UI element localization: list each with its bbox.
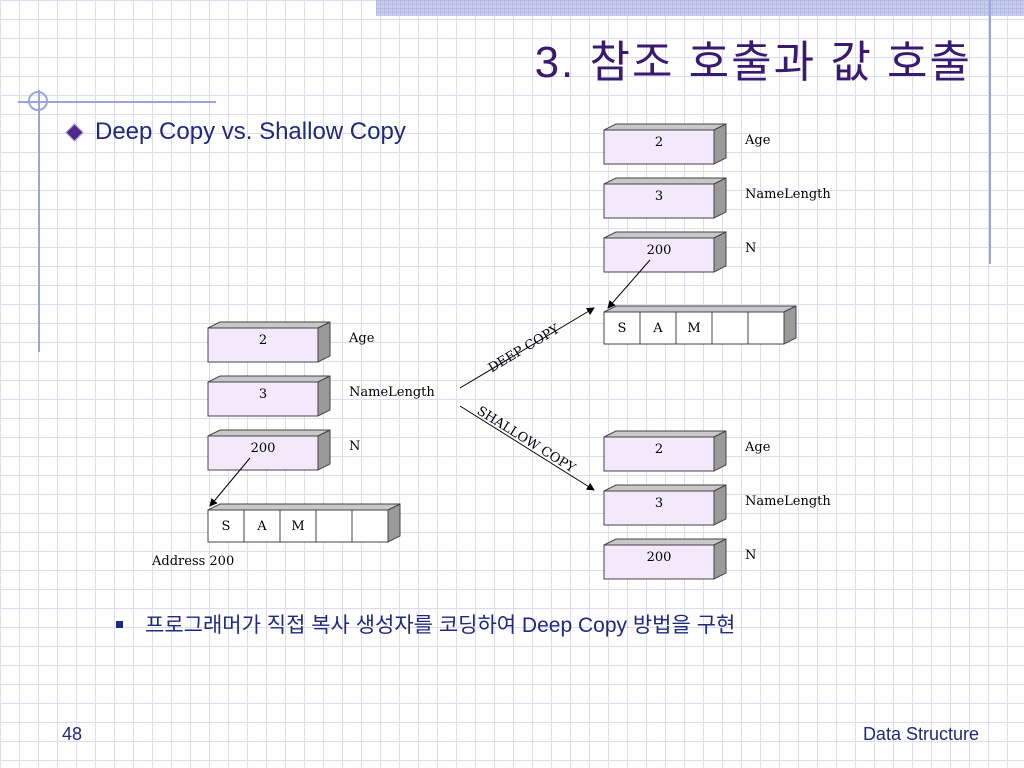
shallow-copy-arrow (459, 405, 595, 491)
deep-copy-field-label: N (745, 241, 756, 256)
box-top-face (207, 429, 331, 437)
array-cell (351, 509, 389, 543)
box-top-face (207, 375, 331, 383)
source-array-char: A (256, 519, 267, 534)
box-side-face (713, 538, 727, 580)
source-field-box: 2 (207, 321, 331, 363)
box-top-face (603, 231, 727, 239)
shallow-copy-field-box: 3 (603, 484, 727, 526)
deep-copy-arrow (459, 307, 595, 389)
page-number: 48 (62, 724, 83, 744)
footer-text: Data Structure (862, 724, 979, 744)
decorative-circle (28, 91, 48, 111)
deep-copy-array-char: S (618, 321, 627, 336)
box-top-face (603, 430, 727, 438)
source-field-box: 200 (207, 429, 331, 471)
deep-copy-array-char: M (687, 321, 700, 336)
array-top-face (603, 305, 797, 313)
box-side-face (713, 177, 727, 219)
deep-copy-field-box: 3 (603, 177, 727, 219)
box-front-face (207, 327, 319, 363)
box-top-face (603, 484, 727, 492)
source-pointer-arrow (209, 457, 251, 507)
box-top-face (603, 538, 727, 546)
shallow-copy-field-label: Age (744, 440, 771, 455)
box-front-face (207, 381, 319, 417)
shallow-copy-field-label: NameLength (745, 494, 831, 509)
source-field-label: Age (348, 331, 375, 346)
deep-copy-field-label: Age (744, 133, 771, 148)
array-cell (639, 311, 677, 345)
box-side-face (713, 484, 727, 526)
deep-copy-field-value: 3 (655, 189, 663, 204)
box-front-face (603, 490, 715, 526)
shallow-copy-field-box: 200 (603, 538, 727, 580)
box-side-face (713, 231, 727, 273)
array-cell (747, 311, 785, 345)
box-side-face (713, 123, 727, 165)
array-cell (279, 509, 317, 543)
source-address-label: Address 200 (151, 554, 234, 569)
left-decorative-rule (38, 90, 40, 352)
sub-bullet: 프로그래머가 직접 복사 생성자를 코딩하여 Deep Copy 방법을 구현 (116, 609, 735, 639)
box-side-face (317, 321, 331, 363)
main-bullet-text: Deep Copy vs. Shallow Copy (95, 118, 406, 145)
box-front-face (603, 129, 715, 165)
source-field-value: 200 (251, 441, 276, 456)
right-decorative-rule (989, 0, 991, 264)
box-side-face (713, 430, 727, 472)
shallow-copy-field-value: 200 (647, 550, 672, 565)
array-side-face (783, 305, 797, 345)
array-top-face (207, 503, 401, 511)
box-front-face (603, 237, 715, 273)
deep-copy-arrow-label: DEEP COPY (486, 322, 563, 376)
box-side-face (317, 375, 331, 417)
box-top-face (603, 123, 727, 131)
box-top-face (603, 177, 727, 185)
array-cell (315, 509, 353, 543)
box-front-face (603, 183, 715, 219)
shallow-copy-field-box: 2 (603, 430, 727, 472)
array-cell (207, 509, 245, 543)
deep-copy-field-label: NameLength (745, 187, 831, 202)
box-front-face (603, 436, 715, 472)
array-side-face (387, 503, 401, 543)
array-cell (603, 311, 641, 345)
source-field-label: N (349, 439, 360, 454)
box-side-face (317, 429, 331, 471)
shallow-copy-arrow-label: SHALLOW COPY (474, 404, 578, 477)
source-field-label: NameLength (349, 385, 435, 400)
main-bullet: Deep Copy vs. Shallow Copy (62, 118, 406, 146)
deep-copy-field-value: 2 (655, 135, 663, 150)
horizontal-decorative-rule (18, 101, 216, 103)
box-front-face (207, 435, 319, 471)
source-field-value: 2 (259, 333, 267, 348)
shallow-copy-field-value: 3 (655, 496, 663, 511)
deep-copy-pointer-arrow (607, 259, 651, 309)
square-bullet-icon (116, 620, 123, 628)
shallow-copy-field-label: N (745, 548, 756, 563)
array-cell (675, 311, 713, 345)
array-cell (711, 311, 749, 345)
header-band (376, 0, 1024, 16)
source-field-value: 3 (259, 387, 267, 402)
shallow-copy-field-value: 2 (655, 442, 663, 457)
sub-bullet-text: 프로그래머가 직접 복사 생성자를 코딩하여 Deep Copy 방법을 구현 (145, 614, 736, 637)
deep-copy-field-value: 200 (647, 243, 672, 258)
source-field-box: 3 (207, 375, 331, 417)
deep-copy-field-box: 200 (603, 231, 727, 273)
box-front-face (603, 544, 715, 580)
box-top-face (207, 321, 331, 329)
deep-copy-array-char: A (652, 321, 663, 336)
source-array-char: S (222, 519, 231, 534)
source-array-char: M (291, 519, 304, 534)
deep-copy-field-box: 2 (603, 123, 727, 165)
slide-title: 3. 참조 호출과 값 호출 (534, 38, 972, 87)
